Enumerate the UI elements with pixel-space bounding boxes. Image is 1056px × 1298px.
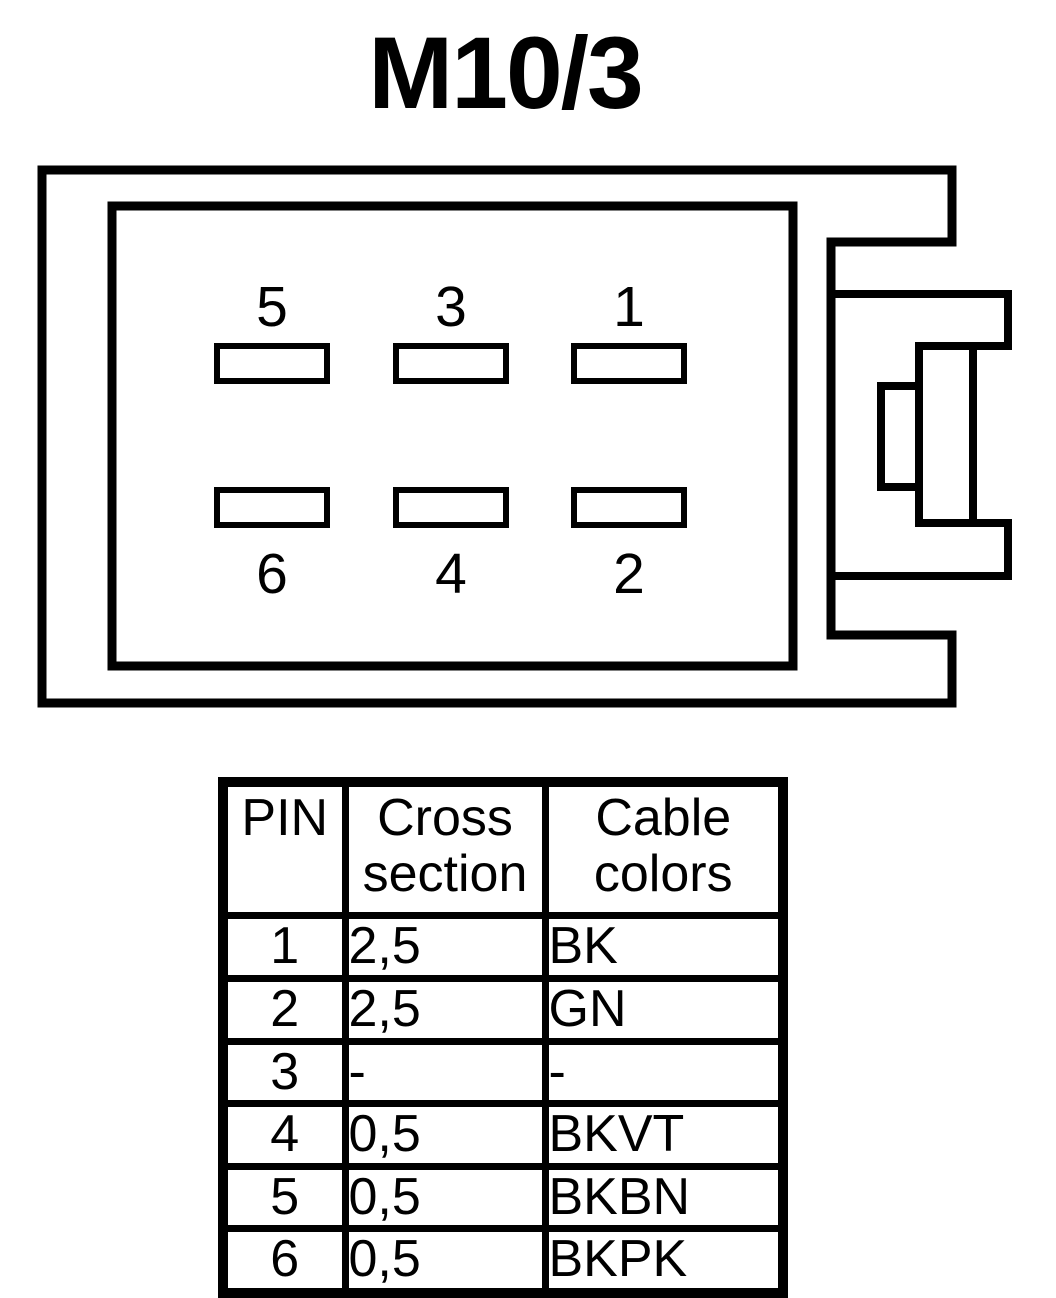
pin-slot-2 bbox=[571, 487, 687, 528]
pin-slot-6 bbox=[214, 487, 330, 528]
header-cable-colors: Cable colors bbox=[541, 778, 787, 920]
header-pin: PIN bbox=[219, 778, 349, 920]
pin-label-5: 5 bbox=[256, 275, 288, 339]
pin-label-2: 2 bbox=[613, 542, 645, 606]
connector-body-outline bbox=[37, 165, 957, 708]
table-row: 6 0,5 BKPK bbox=[219, 1225, 787, 1297]
cross-section-cell: 2,5 bbox=[341, 912, 549, 982]
cable-color-cell: GN bbox=[541, 974, 787, 1045]
header-cross-section: Cross section bbox=[341, 778, 549, 920]
cross-section-cell: 2,5 bbox=[341, 974, 549, 1045]
pin-cell: 5 bbox=[219, 1162, 349, 1233]
connector-latch-detent bbox=[877, 382, 923, 491]
cable-color-cell: BKBN bbox=[541, 1162, 787, 1233]
table-row: 2 2,5 GN bbox=[219, 974, 787, 1045]
pin-cell: 4 bbox=[219, 1100, 349, 1170]
table-row: 1 2,5 BK bbox=[219, 912, 787, 982]
pin-slot-5 bbox=[214, 343, 330, 384]
connector-inner-face bbox=[107, 201, 798, 671]
pin-slot-3 bbox=[393, 343, 509, 384]
table-row: 4 0,5 BKVT bbox=[219, 1100, 787, 1170]
pin-cell: 6 bbox=[219, 1225, 349, 1297]
pinout-table: PIN Cross section Cable colors 1 2,5 BK … bbox=[218, 777, 788, 1298]
cable-color-cell: BK bbox=[541, 912, 787, 982]
cross-section-cell: 0,5 bbox=[341, 1100, 549, 1170]
pin-label-1: 1 bbox=[613, 275, 645, 339]
pin-label-4: 4 bbox=[435, 542, 467, 606]
cross-section-cell: - bbox=[341, 1037, 549, 1108]
pin-slot-4 bbox=[393, 487, 509, 528]
pin-cell: 3 bbox=[219, 1037, 349, 1108]
table-row: 3 - - bbox=[219, 1037, 787, 1108]
cable-color-cell: BKPK bbox=[541, 1225, 787, 1297]
cross-section-cell: 0,5 bbox=[341, 1225, 549, 1297]
connector-latch-rail bbox=[915, 342, 977, 527]
pin-label-3: 3 bbox=[435, 275, 467, 339]
cross-section-cell: 0,5 bbox=[341, 1162, 549, 1233]
page-title: M10/3 bbox=[368, 16, 644, 130]
pin-label-6: 6 bbox=[256, 542, 288, 606]
pin-slot-1 bbox=[571, 343, 687, 384]
table-row: 5 0,5 BKBN bbox=[219, 1162, 787, 1233]
cable-color-cell: - bbox=[541, 1037, 787, 1108]
connector-diagram: 5 3 1 6 4 2 bbox=[37, 165, 1012, 708]
table-header-row: PIN Cross section Cable colors bbox=[219, 778, 787, 920]
cable-color-cell: BKVT bbox=[541, 1100, 787, 1170]
pin-cell: 2 bbox=[219, 974, 349, 1045]
pin-cell: 1 bbox=[219, 912, 349, 982]
